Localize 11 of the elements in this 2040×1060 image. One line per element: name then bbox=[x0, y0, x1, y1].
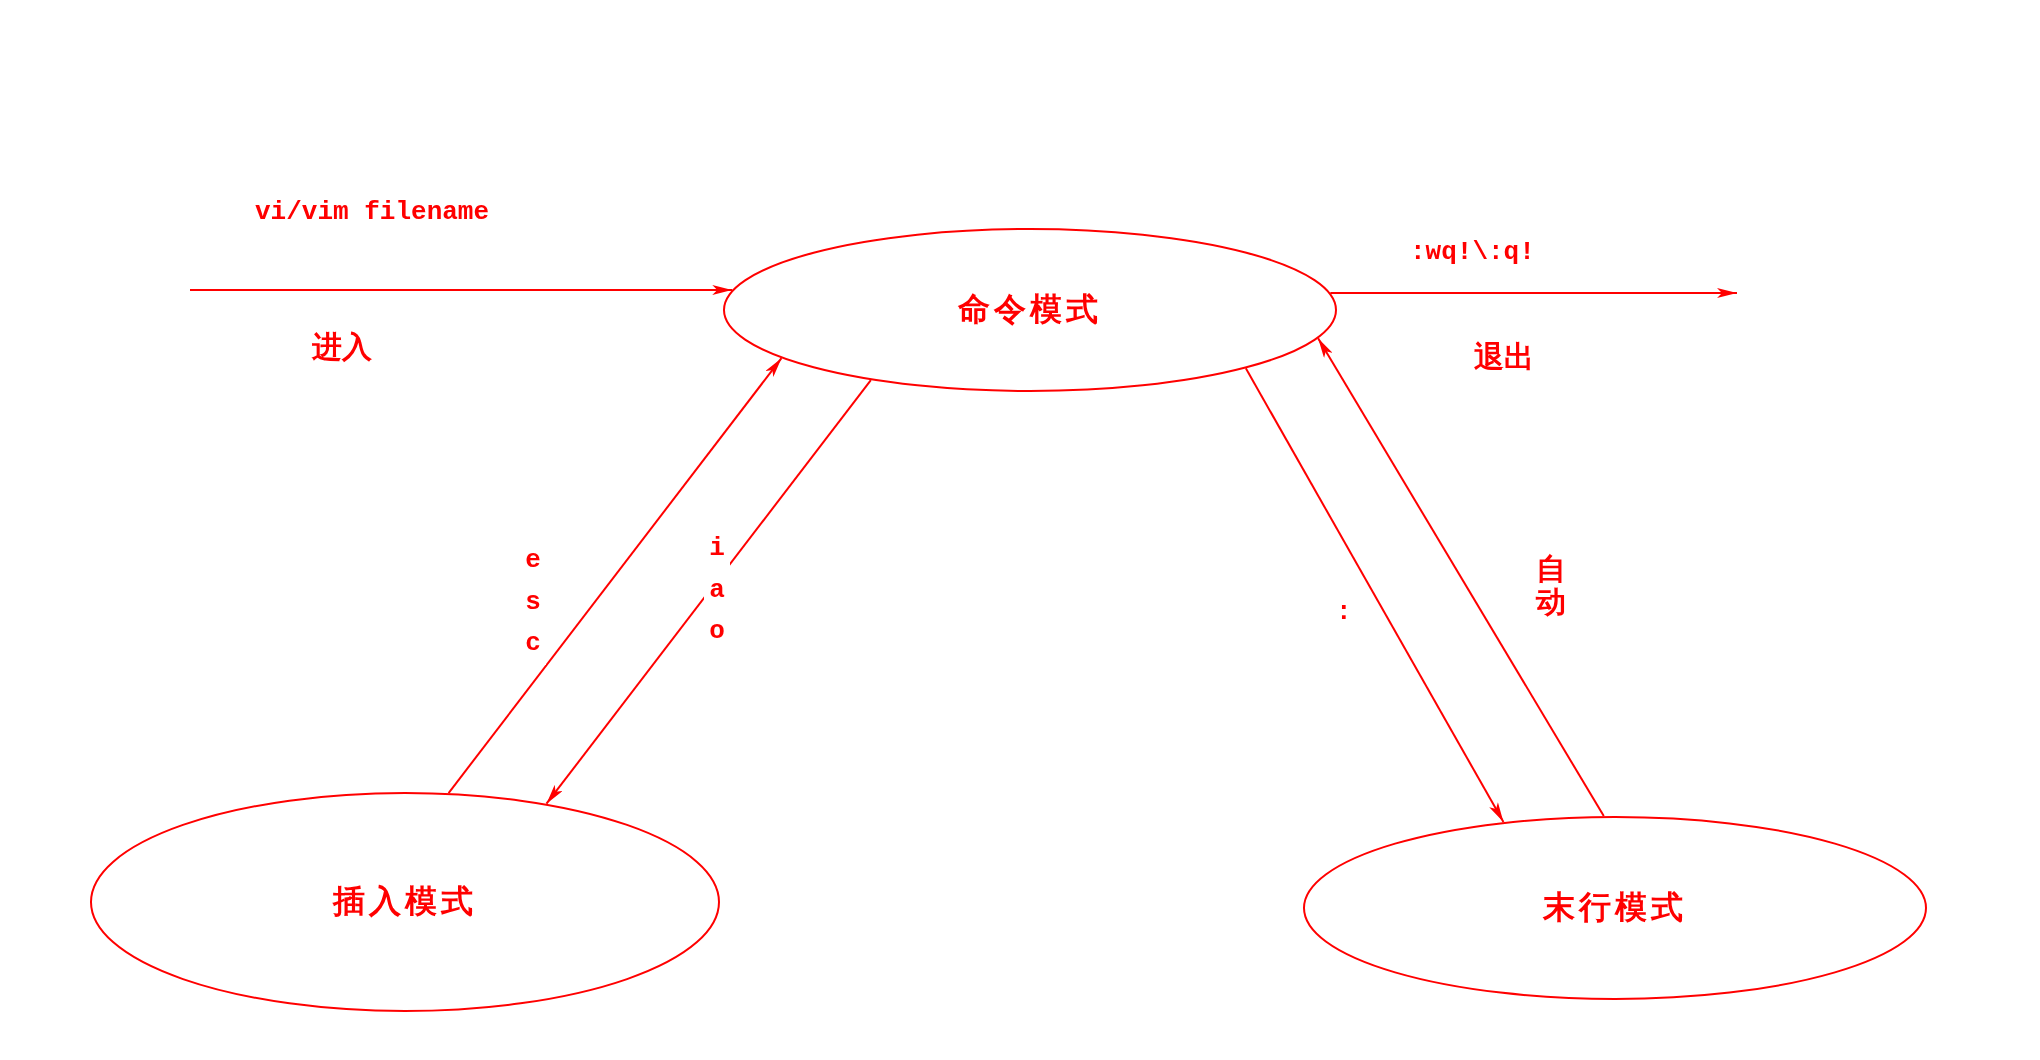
arrow bbox=[189, 285, 734, 295]
state-label: 末行模式 bbox=[1543, 887, 1687, 928]
arrow bbox=[1244, 367, 1505, 824]
arrow bbox=[1317, 337, 1605, 818]
state-label: 插入模式 bbox=[333, 881, 477, 922]
caption-text: 进入 bbox=[312, 330, 372, 363]
edge-label: 自动 bbox=[1536, 552, 1566, 618]
state-label: 命令模式 bbox=[958, 289, 1102, 330]
arrow bbox=[447, 357, 783, 795]
arrow bbox=[1329, 288, 1738, 298]
arrow bbox=[545, 379, 872, 805]
